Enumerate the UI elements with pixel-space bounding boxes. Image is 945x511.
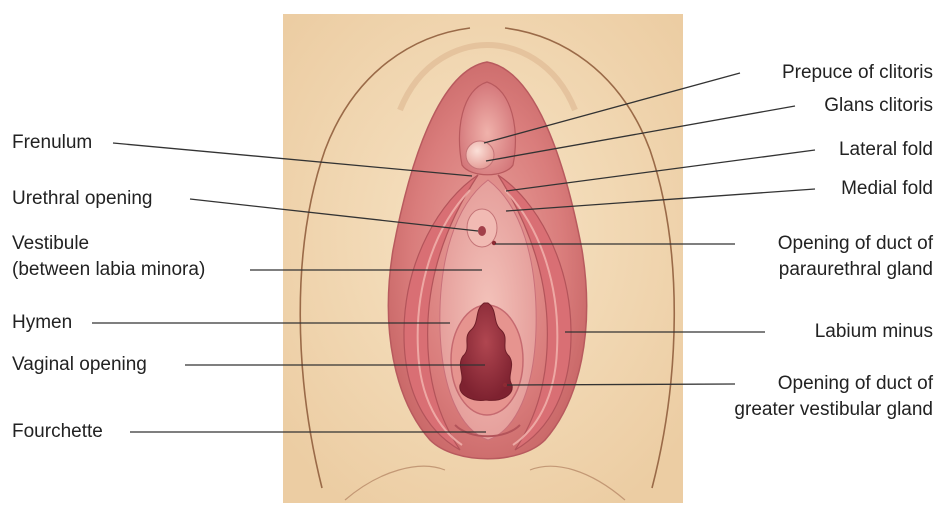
- label-prepuce-of-clitoris: Prepuce of clitoris: [781, 62, 933, 83]
- label-hymen: Hymen: [12, 312, 73, 333]
- labium-fold-line-right: [504, 189, 559, 446]
- leader-vestibular-duct: [506, 383, 736, 386]
- fourchette-shape: [454, 424, 521, 438]
- thigh-fold-left: [344, 465, 446, 501]
- label-frenulum: Frenulum: [12, 132, 93, 153]
- label-labium-minus: Labium minus: [814, 321, 933, 342]
- label-fourchette: Fourchette: [12, 421, 103, 442]
- label-paraurethral-duct-2: paraurethral gland: [778, 259, 933, 280]
- vestibular-duct-dot: [502, 382, 508, 388]
- label-vaginal-opening: Vaginal opening: [12, 354, 147, 375]
- thigh-contour-left: [299, 27, 471, 489]
- leader-lateral-fold: [505, 149, 816, 192]
- label-lateral-fold: Lateral fold: [838, 139, 933, 160]
- vaginal-opening-shape: [459, 302, 513, 401]
- leader-prepuce: [483, 72, 741, 144]
- thigh-fold-right: [529, 465, 626, 501]
- label-vestibule-sub: (between labia minora): [12, 259, 206, 280]
- leader-urethral-opening: [189, 198, 479, 232]
- label-vestibule: Vestibule: [12, 233, 90, 254]
- label-medial-fold: Medial fold: [841, 178, 933, 199]
- mons-shadow: [397, 41, 578, 112]
- glans: [465, 140, 495, 170]
- leader-frenulum: [112, 142, 473, 177]
- label-vestibular-duct-2: greater vestibular gland: [734, 399, 933, 420]
- leader-glans: [485, 105, 796, 162]
- label-paraurethral-duct-1: Opening of duct of: [777, 233, 933, 254]
- label-glans-clitoris: Glans clitoris: [824, 95, 933, 116]
- leader-medial-fold: [505, 188, 816, 212]
- urethral-hole: [478, 226, 486, 236]
- label-vestibular-duct-1: Opening of duct of: [777, 373, 933, 394]
- label-urethral-opening: Urethral opening: [12, 188, 153, 209]
- thigh-contour-right: [504, 27, 676, 489]
